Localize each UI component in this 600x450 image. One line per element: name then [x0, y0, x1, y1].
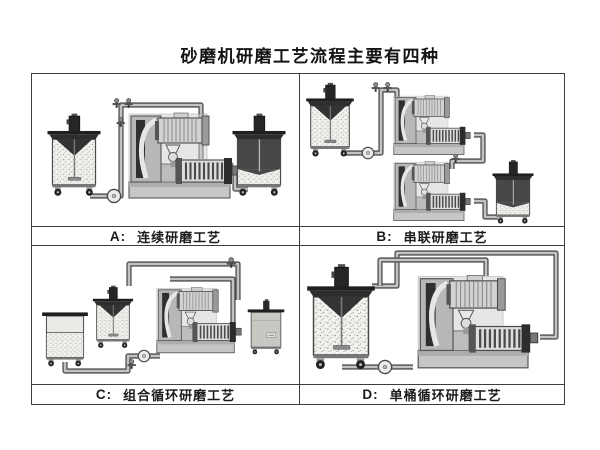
product-tank: [247, 298, 285, 355]
panel-b-diagram: [300, 74, 564, 226]
sand-mill: [418, 275, 538, 367]
figure-title: 砂磨机研磨工艺流程主要有四种: [180, 47, 440, 66]
panel-caption: 连续研磨工艺: [137, 229, 222, 245]
sand-mill: [157, 288, 241, 353]
panel-letter: B:: [376, 228, 393, 244]
panel-letter: D:: [362, 387, 379, 402]
feed-tank: [305, 82, 355, 158]
panel-caption: 组合循环研磨工艺: [123, 388, 236, 403]
diagram-single-barrel: [306, 250, 559, 375]
circulation-tank: [92, 284, 134, 349]
caption-c: C: 组合循环研磨工艺: [32, 384, 300, 404]
diagram-continuous: [46, 98, 287, 204]
pump: [137, 349, 151, 363]
caption-a: A: 连续研磨工艺: [32, 226, 300, 246]
premix-tank: [41, 311, 89, 367]
feed-tank: [46, 112, 102, 197]
pump: [377, 359, 393, 375]
process-grid: A: 连续研磨工艺 B: 串联研磨工艺: [31, 73, 565, 405]
sand-mill-1: [394, 95, 471, 154]
pump: [361, 146, 375, 160]
panel-caption: 单桶循环研磨工艺: [389, 388, 502, 403]
panel-a-diagram: [32, 74, 300, 226]
receiving-tank: [231, 112, 287, 197]
panel-letter: C:: [95, 387, 113, 402]
sand-mill: [129, 113, 239, 198]
caption-d: D: 单桶循环研磨工艺: [300, 384, 564, 404]
diagram-combined-circulation: [41, 257, 285, 374]
caption-b: B: 串联研磨工艺: [300, 226, 564, 246]
panel-d-diagram: [300, 246, 564, 384]
circulation-tank: [306, 264, 376, 370]
panel-caption: 串联研磨工艺: [403, 229, 488, 245]
sand-mill-2: [394, 161, 471, 220]
receiving-tank: [491, 160, 535, 224]
panel-c-diagram: [32, 246, 300, 384]
diagram-series: [305, 82, 535, 224]
panel-letter: A:: [109, 228, 127, 244]
